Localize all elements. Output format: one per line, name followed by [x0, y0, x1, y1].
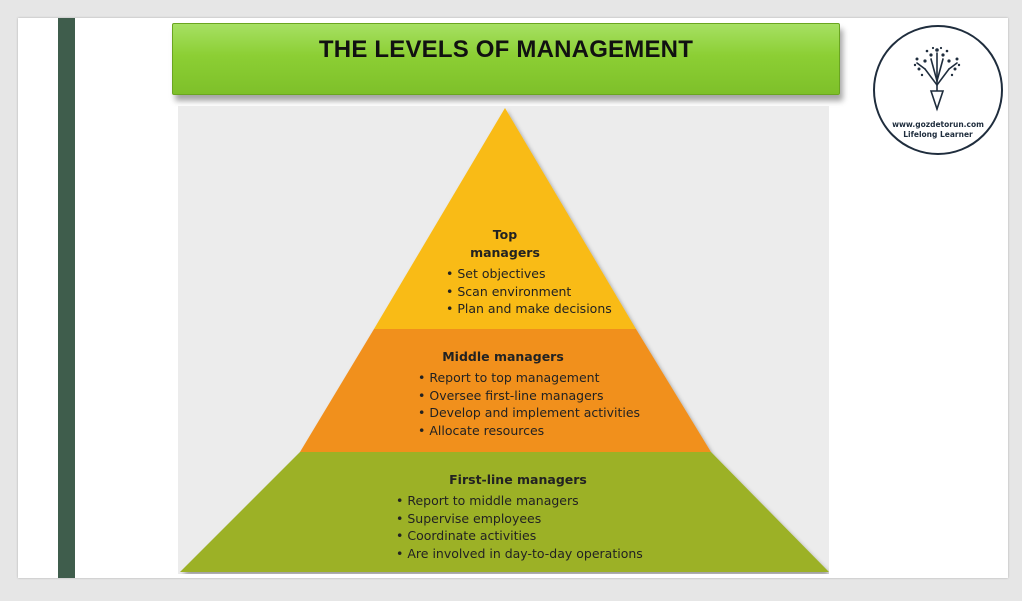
- list-item: Supervise employees: [396, 510, 643, 528]
- list-item: Report to middle managers: [396, 492, 643, 510]
- top-managers-heading: Top managers: [445, 226, 565, 262]
- list-item: Allocate resources: [418, 422, 640, 440]
- top-heading-line-1: Top: [492, 227, 518, 242]
- logo-url: www.gozdetorun.com: [892, 120, 984, 129]
- top-heading-line-2: managers: [470, 245, 540, 260]
- sidebar-accent-bar: [58, 18, 75, 578]
- middle-managers-heading: Middle managers: [442, 349, 564, 364]
- logo: www.gozdetorun.com Lifelong Learner: [873, 25, 1003, 155]
- pyramid-diagram: Top managers Set objectives Scan environ…: [178, 106, 829, 574]
- list-item: Coordinate activities: [396, 527, 643, 545]
- slide: THE LEVELS OF MANAGEMENT: [18, 18, 1008, 578]
- slide-title: THE LEVELS OF MANAGEMENT: [318, 36, 694, 63]
- list-item: Plan and make decisions: [446, 300, 611, 318]
- list-item: Scan environment: [446, 283, 612, 301]
- top-managers-list: Set objectives Scan environment Plan and…: [446, 265, 612, 318]
- logo-tagline: Lifelong Learner: [903, 130, 973, 139]
- list-item: Develop and implement activities: [418, 404, 640, 422]
- list-item: Oversee first-line managers: [418, 387, 640, 405]
- tree-pencil-icon: [913, 46, 961, 112]
- middle-managers-list: Report to top management Oversee first-l…: [418, 369, 640, 439]
- list-item: Set objectives: [446, 265, 612, 283]
- first-line-managers-heading: First-line managers: [449, 472, 587, 487]
- title-banner: THE LEVELS OF MANAGEMENT: [172, 23, 840, 95]
- first-line-managers-list: Report to middle managers Supervise empl…: [396, 492, 643, 563]
- list-item: Are involved in day-to-day operations: [396, 545, 642, 563]
- list-item: Report to top management: [418, 369, 640, 387]
